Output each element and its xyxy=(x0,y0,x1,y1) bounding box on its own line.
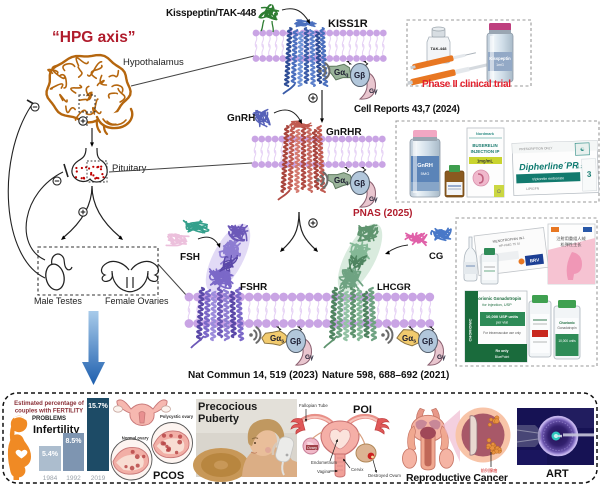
svg-text:Rx only: Rx only xyxy=(496,349,509,353)
svg-text:Pituitary: Pituitary xyxy=(112,163,147,174)
svg-text:Polycystic ovary: Polycystic ovary xyxy=(160,414,194,419)
svg-text:Gβ: Gβ xyxy=(354,71,365,80)
svg-text:Gαq: Gαq xyxy=(334,68,349,79)
svg-text:Normal ovary: Normal ovary xyxy=(122,436,149,441)
svg-text:Gβ: Gβ xyxy=(422,337,433,346)
svg-text:5.4%: 5.4% xyxy=(42,451,59,458)
svg-text:Ω: Ω xyxy=(497,189,501,195)
svg-text:5MG: 5MG xyxy=(421,171,430,176)
svg-text:☯: ☯ xyxy=(580,147,585,153)
svg-text:HP-HMG 75 IU: HP-HMG 75 IU xyxy=(498,241,520,248)
svg-text:Endometrium: Endometrium xyxy=(311,460,337,465)
svg-text:Cell Reports 43,7 (2024): Cell Reports 43,7 (2024) xyxy=(354,104,460,115)
svg-text:Gαs: Gαs xyxy=(402,334,416,345)
svg-text:Precocious: Precocious xyxy=(198,401,257,413)
svg-text:Male Testes: Male Testes xyxy=(34,296,82,306)
svg-text:Gγ: Gγ xyxy=(369,196,378,203)
svg-text:Estimated percentage of: Estimated percentage of xyxy=(14,401,85,407)
svg-text:15.7%: 15.7% xyxy=(88,403,109,410)
svg-text:FSH: FSH xyxy=(180,252,200,263)
svg-text:2019: 2019 xyxy=(91,475,106,482)
svg-text:10,000 USP units: 10,000 USP units xyxy=(486,314,519,319)
svg-text:BluePoint: BluePoint xyxy=(495,355,510,359)
svg-text:前列腺癌: 前列腺癌 xyxy=(481,467,498,474)
svg-text:per vial: per vial xyxy=(496,321,508,325)
svg-text:Nature 598, 688–692 (2021): Nature 598, 688–692 (2021) xyxy=(322,370,449,381)
svg-text:couples with FERTILITY: couples with FERTILITY xyxy=(15,409,83,415)
svg-text:“HPG axis”: “HPG axis” xyxy=(52,29,136,46)
svg-text:1984: 1984 xyxy=(43,475,58,482)
svg-text:Chorionic: Chorionic xyxy=(559,321,575,325)
svg-text:松弹性生长: 松弹性生长 xyxy=(561,241,583,248)
svg-text:PROBLEMS: PROBLEMS xyxy=(32,416,66,422)
svg-text:Dipherline´PR: Dipherline´PR xyxy=(519,160,579,172)
svg-text:CG: CG xyxy=(429,251,443,262)
svg-text:8.5%: 8.5% xyxy=(66,438,83,445)
svg-text:CHORIONIC: CHORIONIC xyxy=(468,318,473,341)
svg-text:Fallopian Tube: Fallopian Tube xyxy=(299,403,328,408)
svg-text:Nat Commun 14, 519 (2023): Nat Commun 14, 519 (2023) xyxy=(188,370,318,381)
svg-text:Chorionic Gonadotropin: Chorionic Gonadotropin xyxy=(473,296,522,301)
svg-text:Gβ: Gβ xyxy=(290,337,301,346)
svg-text:LHCGR: LHCGR xyxy=(377,282,411,293)
svg-text:Nordmark: Nordmark xyxy=(476,132,495,136)
svg-text:BUSERELIN: BUSERELIN xyxy=(472,143,497,148)
svg-text:LIPIGFN: LIPIGFN xyxy=(526,187,540,191)
svg-text:Reproductive Cancer: Reproductive Cancer xyxy=(406,472,508,484)
svg-text:BRV: BRV xyxy=(529,257,539,263)
svg-text:PRESCRIPTION ONLY: PRESCRIPTION ONLY xyxy=(519,146,553,151)
svg-text:Ovary: Ovary xyxy=(307,446,317,450)
svg-text:PNAS (2025): PNAS (2025) xyxy=(353,208,412,219)
svg-text:Destroyed Ovum: Destroyed Ovum xyxy=(368,473,401,478)
svg-text:for injection, USP: for injection, USP xyxy=(482,303,512,307)
svg-text:1992: 1992 xyxy=(66,475,81,482)
svg-text:Phase II clinical trial: Phase II clinical trial xyxy=(422,79,511,90)
svg-text:Puberty: Puberty xyxy=(198,413,240,425)
svg-text:3: 3 xyxy=(587,170,592,179)
svg-text:Gαs: Gαs xyxy=(270,334,284,345)
svg-text:POI: POI xyxy=(353,404,372,416)
svg-text:Hypothalamus: Hypothalamus xyxy=(123,57,184,68)
svg-text:Female Ovaries: Female Ovaries xyxy=(105,296,169,306)
svg-text:Kisspeptin/TAK-448: Kisspeptin/TAK-448 xyxy=(166,8,257,19)
svg-text:MENOTROPHIN INJ.: MENOTROPHIN INJ. xyxy=(492,236,525,244)
svg-text:TAK-448: TAK-448 xyxy=(431,46,448,51)
svg-text:PCOS: PCOS xyxy=(153,470,184,482)
svg-text:Gγ: Gγ xyxy=(305,354,314,361)
svg-text:For intramuscular use only: For intramuscular use only xyxy=(483,331,521,335)
svg-text:Vagina: Vagina xyxy=(317,469,331,474)
svg-text:triptorelin embonate: triptorelin embonate xyxy=(532,176,564,181)
svg-text:Gγ: Gγ xyxy=(437,354,446,361)
svg-text:GnRH: GnRH xyxy=(227,113,255,124)
svg-text:Kisspeptin: Kisspeptin xyxy=(489,56,511,61)
svg-text:ART: ART xyxy=(546,468,569,480)
svg-text:Gαq: Gαq xyxy=(334,176,349,187)
svg-text:GnRH: GnRH xyxy=(417,163,433,169)
svg-text:1mg/mL: 1mg/mL xyxy=(477,158,493,163)
svg-text:Gγ: Gγ xyxy=(369,88,378,95)
svg-text:1mG: 1mG xyxy=(496,63,504,67)
svg-text:FSHR: FSHR xyxy=(240,282,268,293)
svg-text:Cervix: Cervix xyxy=(351,467,364,472)
svg-text:GnRHR: GnRHR xyxy=(326,127,362,138)
svg-text:Gβ: Gβ xyxy=(354,179,365,188)
svg-text:10,000 units: 10,000 units xyxy=(558,339,576,343)
svg-text:KISS1R: KISS1R xyxy=(328,18,368,30)
svg-text:注射用重组人绒: 注射用重组人绒 xyxy=(556,235,586,242)
svg-text:INJECTION IP: INJECTION IP xyxy=(471,149,500,154)
svg-text:Gonadotropin: Gonadotropin xyxy=(557,326,577,330)
